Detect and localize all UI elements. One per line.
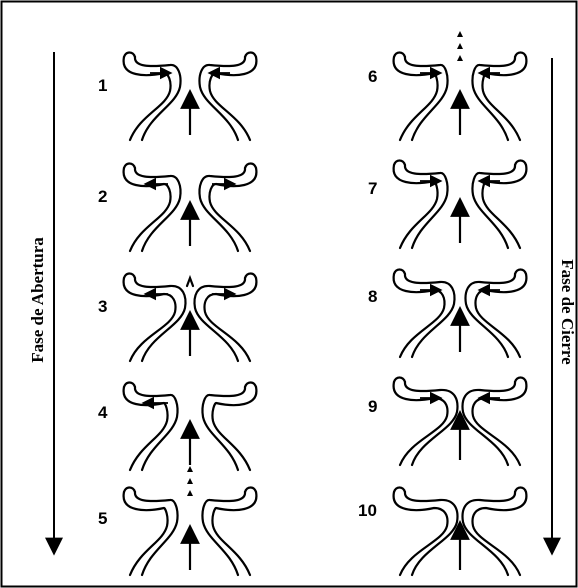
air-puff-icon — [457, 31, 463, 37]
lip-inner-contour — [473, 492, 527, 575]
lip-outer-contour — [195, 278, 246, 361]
lip-curl — [515, 378, 526, 383]
lip-outer-contour — [466, 274, 516, 357]
lip-outer-contour — [199, 168, 245, 251]
lip-diagram-stage-4 — [120, 360, 260, 470]
lip-outer-contour — [405, 492, 458, 575]
lip-curl — [245, 383, 256, 388]
lip-curl — [515, 270, 526, 275]
lip-outer-contour — [463, 492, 516, 575]
air-puff-icon — [187, 466, 193, 472]
air-puff-icon — [187, 490, 193, 496]
lip-curl — [394, 161, 405, 166]
lip-outer-contour — [135, 492, 178, 575]
lip-curl — [124, 164, 135, 169]
lip-curl — [515, 161, 526, 166]
lip-diagram-stage-7 — [390, 138, 530, 248]
lip-inner-contour — [124, 387, 168, 470]
stage-number: 2 — [98, 187, 107, 207]
lip-outer-contour — [472, 165, 515, 248]
air-puff-icon — [187, 478, 193, 484]
lip-diagram-stage-6 — [390, 30, 530, 140]
lip-outer-contour — [135, 387, 178, 470]
lip-outer-contour — [202, 387, 245, 470]
lip-outer-contour — [199, 57, 245, 140]
lip-curl — [124, 383, 135, 388]
lip-diagram-stage-3 — [120, 251, 260, 361]
lip-curl — [394, 488, 405, 493]
lip-diagram-stage-5 — [120, 465, 260, 575]
lip-curl — [124, 274, 135, 279]
lip-inner-contour — [124, 492, 168, 575]
lip-curl — [245, 53, 256, 58]
opening-phase-label: Fase de Abertura — [28, 237, 48, 363]
lip-outer-contour — [202, 492, 245, 575]
lip-inner-contour — [394, 382, 448, 465]
lip-diagram-stage-9 — [390, 355, 530, 465]
lip-outer-contour — [135, 168, 181, 251]
lip-inner-contour — [212, 387, 256, 470]
lip-inner-contour — [394, 165, 438, 248]
lip-peak — [187, 278, 193, 286]
air-puff-icon — [457, 43, 463, 49]
lip-diagram-stage-8 — [390, 247, 530, 357]
lip-curl — [394, 53, 405, 58]
stage-number: 1 — [98, 76, 107, 96]
lip-outer-contour — [405, 57, 448, 140]
stage-number: 4 — [98, 403, 107, 423]
lip-curl — [394, 270, 405, 275]
lip-curl — [515, 53, 526, 58]
lip-diagram-stage-10 — [390, 465, 530, 575]
lip-curl — [394, 378, 405, 383]
stage-number: 8 — [368, 287, 377, 307]
lip-outer-contour — [472, 57, 515, 140]
stage-number: 10 — [358, 501, 377, 521]
stage-number: 7 — [368, 179, 377, 199]
stage-number: 5 — [98, 509, 107, 529]
air-puff-icon — [457, 55, 463, 61]
lip-diagram-stage-1 — [120, 30, 260, 140]
lip-curl — [124, 488, 135, 493]
lip-inner-contour — [212, 492, 256, 575]
lip-inner-contour — [482, 165, 526, 248]
lip-curl — [124, 53, 135, 58]
lip-curl — [245, 488, 256, 493]
lip-curl — [515, 488, 526, 493]
closing-phase-label: Fase de Cierre — [557, 259, 577, 364]
lip-outer-contour — [463, 382, 516, 465]
lip-inner-contour — [394, 492, 448, 575]
stage-number: 6 — [368, 67, 377, 87]
lip-inner-contour — [473, 382, 527, 465]
stage-number: 9 — [368, 397, 377, 417]
lip-outer-contour — [405, 165, 448, 248]
lip-outer-contour — [405, 382, 458, 465]
stage-number: 3 — [98, 297, 107, 317]
lip-inner-contour — [394, 57, 438, 140]
lip-outer-contour — [405, 274, 455, 357]
lip-outer-contour — [135, 57, 181, 140]
lip-inner-contour — [482, 57, 526, 140]
lip-curl — [245, 164, 256, 169]
lip-curl — [245, 274, 256, 279]
lip-outer-contour — [135, 278, 186, 361]
lip-diagram-stage-2 — [120, 141, 260, 251]
